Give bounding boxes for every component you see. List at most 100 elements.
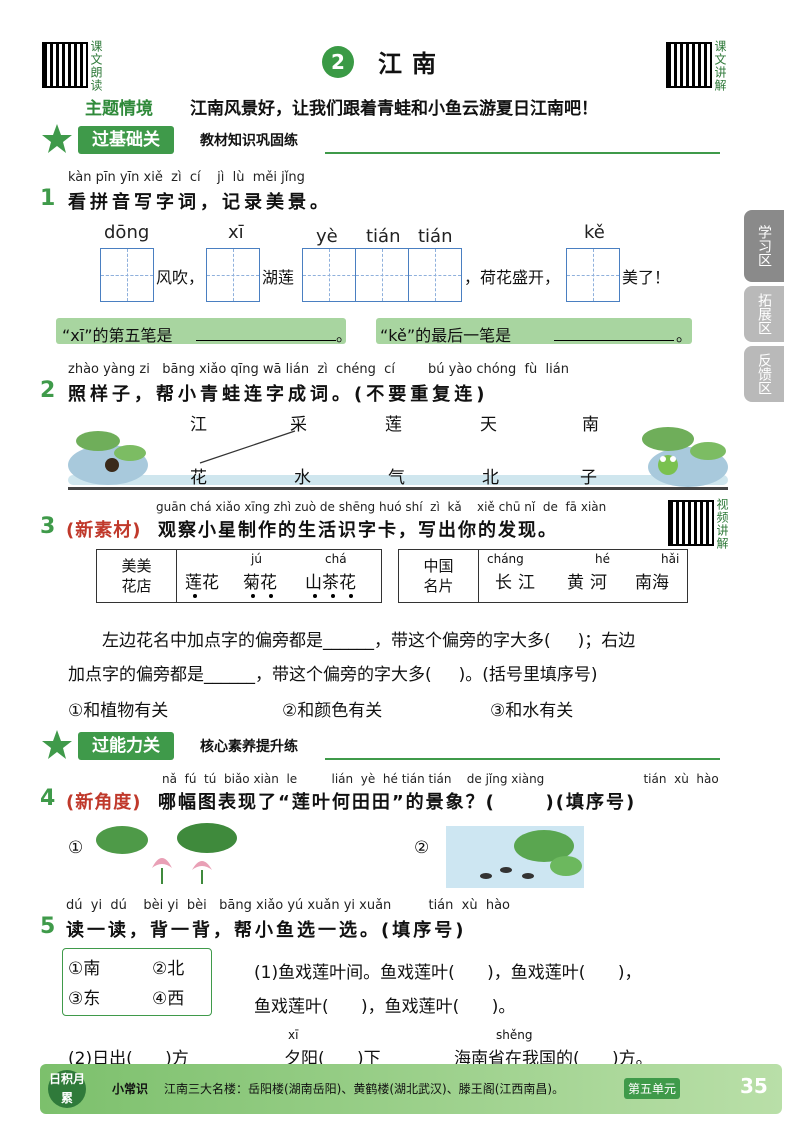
q4-tag: (新角度) bbox=[66, 792, 142, 813]
q1-seg3: ，荷花盛开， bbox=[464, 268, 561, 287]
lotus-pond-illustration bbox=[68, 427, 728, 490]
q2-top-char[interactable]: 莲 bbox=[385, 415, 402, 435]
section-basic-subtitle: 教材知识巩固练 bbox=[200, 133, 298, 149]
footer-unit: 第五单元 bbox=[624, 1078, 681, 1099]
card2-py: hǎi bbox=[661, 552, 680, 566]
q2-bottom-char[interactable]: 气 bbox=[388, 468, 405, 488]
q1-seg1: 风吹， bbox=[156, 268, 205, 287]
q2-number: 2 bbox=[40, 378, 56, 403]
side-tab-feedback[interactable]: 反馈区 bbox=[744, 346, 784, 402]
writing-box[interactable] bbox=[408, 248, 462, 302]
lesson-title: 江南 bbox=[378, 50, 446, 78]
q3-option: ③和水有关 bbox=[490, 701, 574, 721]
card2-item: 长江 bbox=[495, 573, 541, 593]
q2-bottom-char[interactable]: 北 bbox=[482, 468, 499, 488]
q3-pinyin: guān chá xiǎo xīng zhì zuò de shēng huó … bbox=[156, 500, 607, 514]
q2-pinyin: zhào yàng zi bāng xiǎo qīng wā lián zì c… bbox=[68, 362, 569, 377]
q1-seg2: 湖莲 bbox=[262, 268, 295, 287]
emphasis-dot bbox=[349, 594, 353, 598]
writing-box[interactable] bbox=[206, 248, 260, 302]
china-card: 中国名片 cháng hé hǎi 长江 黄河 南海 bbox=[398, 549, 688, 603]
page-number: 35 bbox=[740, 1074, 768, 1098]
card2-py: cháng bbox=[487, 552, 524, 566]
side-tab-study[interactable]: 学习区 bbox=[744, 210, 784, 282]
footer-tip-label: 小常识 bbox=[112, 1082, 149, 1096]
q3-number: 3 bbox=[40, 514, 56, 539]
theme-label: 主题情境 bbox=[85, 99, 153, 119]
card1-item: 莲花 bbox=[185, 573, 219, 593]
q2-bottom-char[interactable]: 子 bbox=[580, 468, 597, 488]
q2-bottom-char[interactable]: 水 bbox=[294, 468, 311, 488]
q4-text: 哪幅图表现了“莲叶何田田”的景象？( )(填序号) bbox=[158, 792, 637, 813]
q2-top-char[interactable]: 南 bbox=[582, 415, 599, 435]
q3-line1: 左边花名中加点字的偏旁都是______，带这个偏旁的字大多( )；右边 bbox=[102, 631, 636, 651]
emphasis-dot bbox=[269, 594, 273, 598]
lotus-leaves-fish-image[interactable] bbox=[446, 826, 584, 888]
q1-py-ke: kě bbox=[584, 222, 605, 243]
q2-bottom-char[interactable]: 花 bbox=[190, 468, 207, 488]
answer-blank[interactable] bbox=[554, 340, 674, 341]
card2-head-line1: 中国 bbox=[423, 557, 454, 575]
q2-top-char[interactable]: 采 bbox=[290, 415, 307, 435]
q1-sub2: “kě”的最后一笔是 bbox=[380, 326, 512, 345]
q3-text: 观察小星制作的生活识字卡，写出你的发现。 bbox=[158, 520, 558, 541]
qr-right-label: 课文讲解 bbox=[713, 40, 727, 92]
q4-img1-label: ① bbox=[68, 838, 84, 858]
q1-py-tian2: tián bbox=[418, 226, 453, 247]
q3-line2: 加点字的偏旁都是______，带这个偏旁的字大多( )。(括号里填序号) bbox=[68, 665, 598, 685]
theme-text: 江南风景好，让我们跟着青蛙和小鱼云游夏日江南吧！ bbox=[190, 99, 598, 119]
q5-options-box bbox=[62, 948, 212, 1016]
q4-img2-label: ② bbox=[414, 838, 430, 858]
card2-head-line2: 名片 bbox=[423, 577, 454, 595]
section-basic-title: 过基础关 bbox=[78, 126, 174, 154]
card1-item: 山茶花 bbox=[305, 573, 356, 593]
card2-head: 中国名片 bbox=[399, 550, 479, 602]
side-tab-extend[interactable]: 拓展区 bbox=[744, 286, 784, 342]
section-ability-subtitle: 核心素养提升练 bbox=[200, 739, 298, 755]
q1-pinyin: kàn pīn yīn xiě zì cí jì lù měi jǐng bbox=[68, 170, 305, 185]
footer-tip-text: 江南三大名楼：岳阳楼(湖南岳阳)、黄鹤楼(湖北武汉)、滕王阁(江西南昌)。 bbox=[164, 1082, 565, 1096]
q1-sub2-highlight bbox=[376, 318, 692, 344]
answer-blank[interactable] bbox=[196, 340, 336, 341]
qr-video-label: 视频讲解 bbox=[715, 498, 729, 550]
emphasis-dot bbox=[331, 594, 335, 598]
q1-sub2-period: 。 bbox=[676, 326, 693, 345]
q1-sub1-period: 。 bbox=[336, 326, 353, 345]
section-ability-title: 过能力关 bbox=[78, 732, 174, 760]
q2-top-char[interactable]: 天 bbox=[480, 415, 497, 435]
q5-number: 5 bbox=[40, 914, 56, 939]
qr-code-right bbox=[666, 42, 712, 88]
writing-box[interactable] bbox=[100, 248, 154, 302]
card1-head: 美美花店 bbox=[97, 550, 177, 602]
q1-text: 看拼音写字词，记录美景。 bbox=[68, 192, 332, 213]
card2-item: 南海 bbox=[635, 573, 669, 593]
q5-option: ①南 bbox=[68, 959, 101, 979]
q5-pinyin: dú yi dú bèi yi bèi bāng xiǎo yú xuǎn yi… bbox=[66, 898, 511, 913]
section-divider bbox=[325, 758, 720, 760]
q4-pinyin: nǎ fú tú biǎo xiàn le lián yè hé tián ti… bbox=[162, 772, 719, 786]
q1-number: 1 bbox=[40, 186, 56, 211]
footer-bar: 日积月累 小常识 江南三大名楼：岳阳楼(湖南岳阳)、黄鹤楼(湖北武汉)、滕王阁(… bbox=[40, 1064, 782, 1114]
q5-py-sheng: shěng bbox=[496, 1028, 533, 1042]
q3-tag: (新素材) bbox=[66, 520, 142, 541]
q1-py-tian1: tián bbox=[366, 226, 401, 247]
q5-py-xi: xī bbox=[288, 1028, 299, 1042]
card2-py: hé bbox=[595, 552, 610, 566]
card1-py-cha: chá bbox=[325, 552, 347, 566]
q5-option: ②北 bbox=[152, 959, 185, 979]
lesson-number-badge: 2 bbox=[322, 46, 354, 78]
emphasis-dot bbox=[313, 594, 317, 598]
q5-option: ③东 bbox=[68, 989, 101, 1009]
q1-py-ye: yè bbox=[316, 226, 338, 247]
writing-box[interactable] bbox=[355, 248, 409, 302]
q3-option: ①和植物有关 bbox=[68, 701, 169, 721]
emphasis-dot bbox=[193, 594, 197, 598]
star-icon bbox=[42, 730, 72, 759]
card1-head-line2: 花店 bbox=[121, 577, 152, 595]
writing-box[interactable] bbox=[566, 248, 620, 302]
writing-box[interactable] bbox=[302, 248, 356, 302]
example-connect-line bbox=[199, 430, 296, 464]
q2-top-char[interactable]: 江 bbox=[190, 415, 207, 435]
qr-code-left bbox=[42, 42, 88, 88]
lotus-flowers-image[interactable] bbox=[92, 818, 242, 884]
